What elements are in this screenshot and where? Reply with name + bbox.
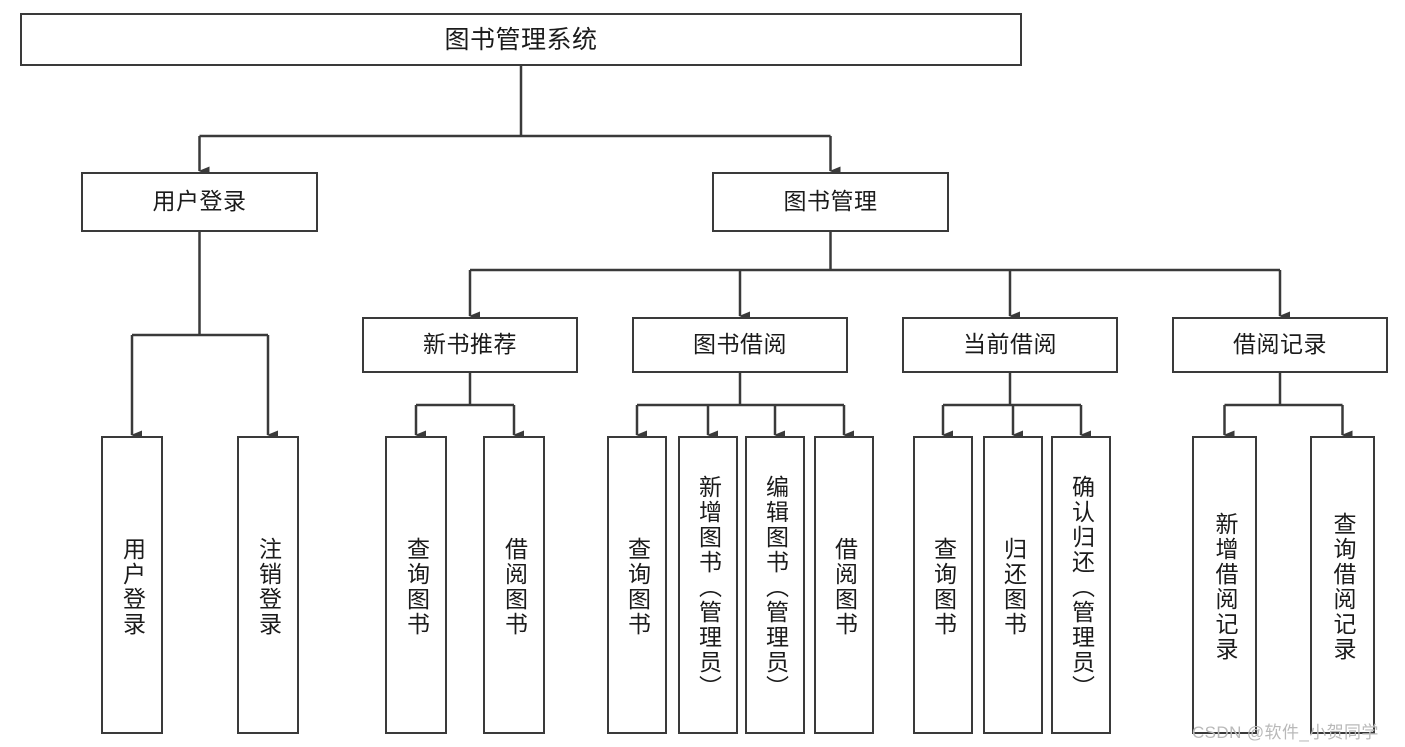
node-label: 图书管理	[783, 188, 878, 215]
watermark-text: CSDN @软件_小贺同学	[1192, 723, 1379, 742]
node-label: 当前借阅	[963, 331, 1057, 358]
node-login[interactable]: 用户登录	[81, 172, 318, 232]
node-root[interactable]: 图书管理系统	[20, 13, 1022, 66]
node-leaf-rec-1[interactable]: 新增借阅记录	[1192, 436, 1257, 734]
node-leaf-cur-1[interactable]: 查询图书	[913, 436, 973, 734]
node-label: 借阅图书	[501, 537, 528, 637]
node-label: 用户登录	[119, 537, 146, 637]
node-leaf-login-1[interactable]: 用户登录	[101, 436, 163, 734]
node-label: 注销登录	[255, 537, 282, 637]
node-leaf-login-2[interactable]: 注销登录	[237, 436, 299, 734]
node-leaf-new-2[interactable]: 借阅图书	[483, 436, 545, 734]
node-record[interactable]: 借阅记录	[1172, 317, 1388, 373]
node-bookmgmt[interactable]: 图书管理	[712, 172, 949, 232]
node-label: 确认归还（管理员）	[1068, 474, 1095, 700]
node-label: 查询图书	[624, 537, 651, 637]
node-leaf-bor-3[interactable]: 编辑图书（管理员）	[745, 436, 805, 734]
node-label: 借阅记录	[1233, 331, 1327, 358]
node-label: 编辑图书（管理员）	[762, 474, 789, 700]
node-leaf-rec-2[interactable]: 查询借阅记录	[1310, 436, 1375, 734]
node-label: 用户登录	[152, 188, 247, 215]
node-leaf-cur-3[interactable]: 确认归还（管理员）	[1051, 436, 1111, 734]
node-label: 图书借阅	[693, 331, 787, 358]
node-label: 新增借阅记录	[1212, 512, 1238, 662]
node-leaf-bor-1[interactable]: 查询图书	[607, 436, 667, 734]
node-label: 查询借阅记录	[1330, 512, 1356, 662]
node-leaf-cur-2[interactable]: 归还图书	[983, 436, 1043, 734]
node-label: 查询图书	[930, 537, 957, 637]
node-label: 查询图书	[403, 537, 430, 637]
node-label: 归还图书	[1000, 537, 1027, 637]
node-label: 新增图书（管理员）	[695, 474, 722, 700]
node-label: 借阅图书	[831, 537, 858, 637]
node-newbook[interactable]: 新书推荐	[362, 317, 578, 373]
node-borrow[interactable]: 图书借阅	[632, 317, 848, 373]
node-leaf-bor-4[interactable]: 借阅图书	[814, 436, 874, 734]
node-label: 图书管理系统	[444, 25, 598, 54]
node-leaf-new-1[interactable]: 查询图书	[385, 436, 447, 734]
node-current[interactable]: 当前借阅	[902, 317, 1118, 373]
node-leaf-bor-2[interactable]: 新增图书（管理员）	[678, 436, 738, 734]
node-label: 新书推荐	[423, 331, 517, 358]
